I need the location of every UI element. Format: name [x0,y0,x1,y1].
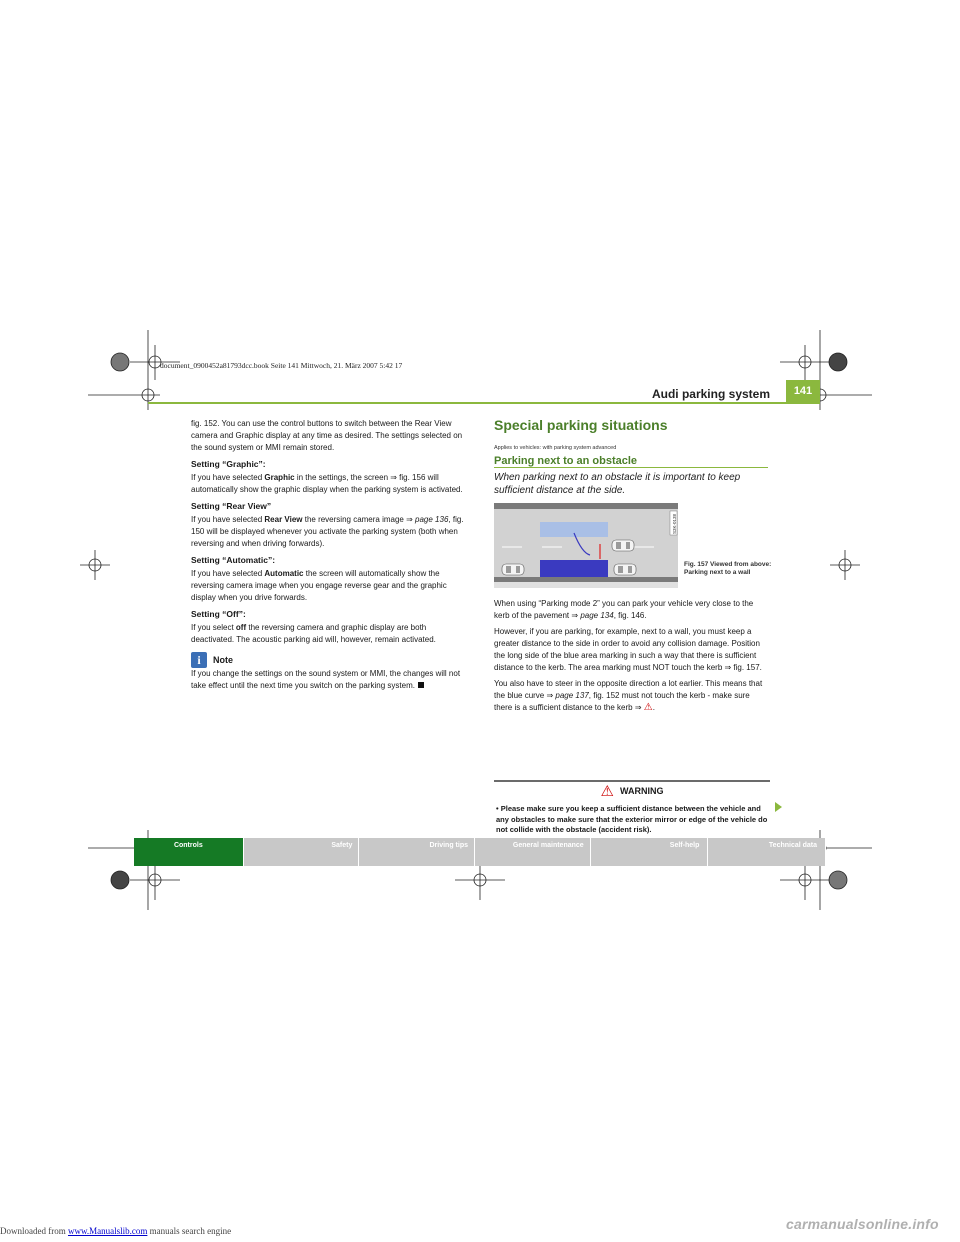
continue-arrow-icon [775,802,782,812]
bullet-icon: • [496,804,499,813]
paragraph-steer: You also have to steer in the opposite d… [494,679,763,713]
left-column: fig. 152. You can use the control button… [191,418,471,696]
chapter-tab-bar: Controls Safety Driving tips General mai… [134,838,827,866]
warning-ref-icon: ⚠ [643,702,653,713]
note-header: i Note [191,652,471,668]
paragraph-automatic: If you have selected Automatic the scree… [191,569,447,602]
paragraph-wall: However, if you are parking, for example… [494,627,762,672]
figure-caption: Fig. 157 Viewed from above: Parking next… [684,561,772,576]
tab-controls[interactable]: Controls [134,838,244,866]
paragraph-off: If you select off the reversing camera a… [191,623,436,644]
header-rule [148,402,820,404]
tab-self-help[interactable]: Self-help [590,838,709,866]
tab-technical-data[interactable]: Technical data [708,838,827,866]
warning-text: • Please make sure you keep a sufficient… [496,804,768,834]
heading-graphic: Setting “Graphic”: [191,459,266,469]
figure-code: S3K-0138 [672,513,677,534]
warning-triangle-icon: ⚠ [600,783,614,800]
warning-label: WARNING [619,786,664,796]
downloaded-from-line: Downloaded from www.Manualslib.com manua… [0,1226,232,1236]
info-icon: i [191,652,207,668]
subsection-rule [494,467,768,468]
heading-rearview: Setting “Rear View” [191,501,272,511]
heading-automatic: Setting “Automatic”: [191,555,276,565]
paragraph: fig. 152. You can use the control button… [191,419,463,452]
subsection-title: Parking next to an obstacle [494,455,638,467]
book-info-line: document_0900452a81793dcc.book Seite 141… [160,361,403,370]
paragraph-graphic: If you have selected Graphic in the sett… [191,473,463,494]
end-of-section-icon [417,682,424,688]
note-text: If you change the settings on the sound … [191,669,461,690]
note-label: Note [213,655,233,665]
tab-safety[interactable]: Safety [243,838,360,866]
intro-text: When parking next to an obstacle it is i… [494,472,741,496]
manualslib-link[interactable]: www.Manualslib.com [67,1226,148,1236]
section-title: Special parking situations [494,417,668,433]
warning-box [494,780,770,816]
heading-off: Setting “Off”: [191,609,246,619]
site-watermark: carmanualsonline.info [786,1216,939,1232]
paragraph-mode2: When using “Parking mode 2” you can park… [494,599,754,620]
page-number-badge: 141 [786,380,820,402]
figure-parking-next-to-wall: S3K-0138 [494,503,678,588]
right-column-body: When using “Parking mode 2” you can park… [494,598,770,718]
paragraph-rearview: If you have selected Rear View the rever… [191,515,464,548]
applies-note: Applies to vehicles: with parking system… [494,445,617,451]
warning-header: ⚠ WARNING [494,780,770,802]
tab-driving-tips[interactable]: Driving tips [359,838,476,866]
page-header-title: Audi parking system [651,387,770,401]
tab-general-maintenance[interactable]: General maintenance [475,838,591,866]
